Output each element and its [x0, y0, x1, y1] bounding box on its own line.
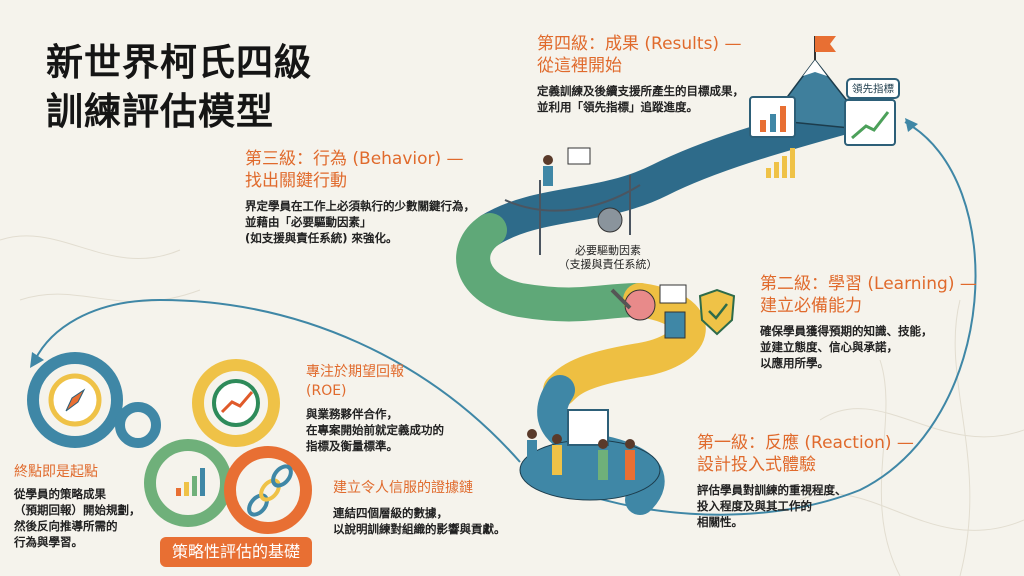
level4-block: 第四級：成果 (Results) —從這裡開始 定義訓練及後續支援所產生的目標成…	[537, 33, 744, 115]
book-icon	[659, 284, 687, 304]
level4-body: 定義訓練及後續支援所產生的目標成果， 並利用「領先指標」追蹤進度。	[537, 84, 744, 114]
wrench-icon	[610, 288, 632, 310]
end-is-start-heading: 終點即是起點	[14, 464, 98, 480]
cycle-arrow-left	[34, 298, 521, 463]
level3-body: 界定學員在工作上必須執行的少數關鍵行為， 並藉由「必要驅動因素」 (如支援與責任…	[245, 199, 475, 245]
roe-heading-line1: 專注於期望回報	[306, 364, 404, 380]
bar-chart-icon	[176, 468, 205, 496]
foundation-badge: 策略性評估的基礎	[160, 537, 312, 567]
level1-body: 評估學員對訓練的重視程度、 投入程度及與其工作的 相關性。	[697, 483, 847, 529]
level2-heading-line2: 建立必備能力	[760, 296, 862, 316]
presentation-board	[567, 147, 591, 165]
trefoil-loop	[144, 359, 312, 534]
level1-heading-line1: 第一級：反應 (Reaction) —	[697, 433, 914, 453]
roe-body: 與業務夥伴合作， 在專案開始前就定義成功的 指標及衡量標準。	[306, 407, 444, 453]
evidence-chain-heading: 建立令人信服的證據鏈	[333, 480, 473, 496]
shield-icon	[698, 288, 736, 336]
compass-icon	[65, 388, 86, 412]
level4-heading-line1: 第四級：成果 (Results) —	[537, 34, 742, 54]
end-is-start-body: 從學員的策略成果 （預期回報）開始規劃， 然後反向推導所需的 行為與學習。	[14, 487, 141, 549]
level2-heading-line1: 第二級：學習 (Learning) —	[760, 274, 977, 294]
reaction-platform	[519, 439, 661, 501]
bridge	[504, 175, 641, 255]
title-line-1: 新世界柯氏四級	[46, 41, 312, 84]
evidence-chain-body: 連結四個層級的數據， 以說明訓練對組織的影響與貢獻。	[333, 506, 506, 536]
background-pattern	[0, 235, 1024, 576]
roe-heading-line2: (ROE)	[306, 383, 347, 399]
leading-indicator-tag: 領先指標	[846, 78, 900, 99]
evidence-chain-block: 建立令人信服的證據鏈 連結四個層級的數據， 以說明訓練對組織的影響與貢獻。	[333, 479, 506, 537]
roe-block: 專注於期望回報 (ROE) 與業務夥伴合作， 在專案開始前就定義成功的 指標及衡量…	[306, 363, 444, 454]
level4-heading: 第四級：成果 (Results) —從這裡開始	[537, 33, 744, 77]
compass-loop	[27, 352, 161, 448]
end-is-start-block: 終點即是起點 從學員的策略成果 （預期回報）開始規劃， 然後反向推導所需的 行為…	[14, 463, 141, 550]
presenter-figure	[543, 155, 553, 186]
feedback-screen	[567, 409, 609, 446]
level3-block: 第三級：行為 (Behavior) —找出關鍵行動 界定學員在工作上必須執行的少…	[245, 148, 475, 246]
page-title: 新世界柯氏四級 訓練評估模型	[46, 38, 312, 136]
level3-heading-line2: 找出關鍵行動	[245, 171, 347, 191]
level1-heading-line2: 設計投入式體驗	[697, 455, 816, 475]
level3-heading-line1: 第三級：行為 (Behavior) —	[245, 149, 464, 169]
level2-block: 第二級：學習 (Learning) —建立必備能力 確保學員獲得預期的知識、技能…	[760, 273, 977, 371]
level4-heading-line2: 從這裡開始	[537, 56, 622, 76]
chain-icon	[247, 464, 293, 517]
drivers-label: 必要驅動因素 （支援與責任系統）	[558, 244, 658, 271]
level2-body: 確保學員獲得預期的知識、技能， 並建立態度、信心與承諾， 以應用所學。	[760, 324, 933, 370]
title-line-2: 訓練評估模型	[46, 90, 274, 133]
gear-icon	[597, 207, 623, 233]
level1-block: 第一級：反應 (Reaction) —設計投入式體驗 評估學員對訓練的重視程度、…	[697, 432, 914, 530]
audience-figures	[527, 429, 635, 480]
flag-icon	[815, 36, 836, 52]
tablet-icon	[664, 311, 686, 339]
